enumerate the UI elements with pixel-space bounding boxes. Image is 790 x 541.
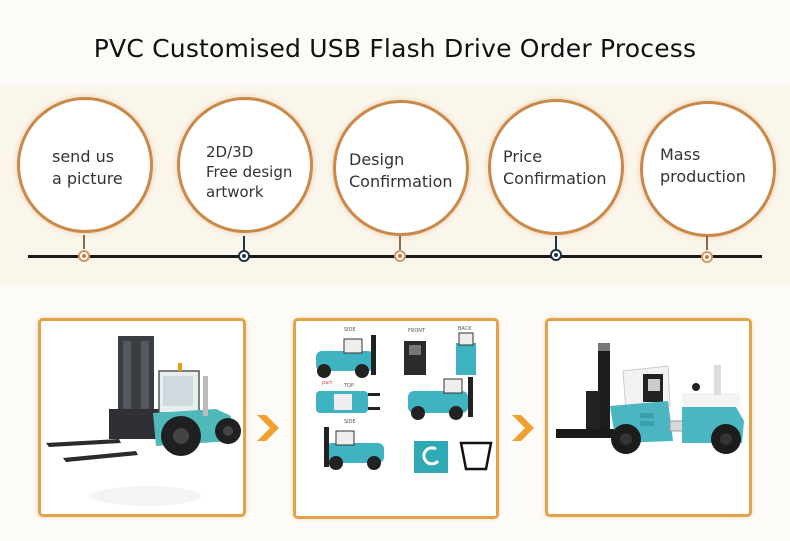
page-title: PVC Customised USB Flash Drive Order Pro… bbox=[93, 34, 697, 63]
usb-forklift-product bbox=[556, 343, 744, 454]
step-5-marker bbox=[701, 251, 713, 263]
step-2-line-3: artwork bbox=[206, 183, 264, 201]
reference-photo-panel bbox=[38, 318, 246, 517]
step-circle-1: send us a picture bbox=[17, 97, 153, 233]
step-4-stem bbox=[555, 236, 557, 250]
label-back: BACK bbox=[458, 326, 472, 332]
step-circle-3: Design Confirmation bbox=[333, 100, 469, 236]
chevron-right-icon bbox=[257, 415, 279, 441]
step-5-stem bbox=[706, 236, 708, 250]
step-circle-4: Price Confirmation bbox=[488, 99, 624, 235]
forklift-photo bbox=[46, 336, 241, 506]
step-1-marker bbox=[78, 250, 90, 262]
design-artwork-panel: SIDE FRONT BACK TOP SIDE part bbox=[293, 318, 499, 519]
step-3-line-2: Confirmation bbox=[349, 172, 453, 191]
step-2-marker bbox=[238, 250, 250, 262]
step-circle-5: Mass production bbox=[640, 101, 776, 237]
label-side: SIDE bbox=[344, 327, 356, 333]
step-2-line-2: Free design bbox=[206, 163, 293, 181]
step-2-stem bbox=[243, 236, 245, 250]
step-5-line-1: Mass bbox=[660, 145, 701, 164]
design-drawings bbox=[316, 332, 493, 473]
step-3-marker bbox=[394, 250, 406, 262]
step-circle-2: 2D/3D Free design artwork bbox=[177, 97, 313, 233]
label-part: part bbox=[322, 380, 333, 386]
step-1-line-1: send us bbox=[52, 147, 115, 166]
chevron-right-icon bbox=[512, 415, 534, 441]
step-4-line-2: Confirmation bbox=[503, 169, 607, 188]
step-3-line-1: Design bbox=[349, 150, 405, 169]
step-2-line-1: 2D/3D bbox=[206, 143, 254, 161]
finished-product-panel bbox=[545, 318, 752, 517]
label-top: TOP bbox=[344, 383, 355, 389]
step-4-marker bbox=[550, 249, 562, 261]
step-1-stem bbox=[83, 235, 85, 249]
label-side-2: SIDE bbox=[344, 419, 356, 425]
step-1-line-2: a picture bbox=[52, 169, 123, 188]
step-4-line-1: Price bbox=[503, 147, 543, 166]
label-front: FRONT bbox=[408, 328, 426, 334]
step-3-stem bbox=[399, 236, 401, 250]
step-5-line-2: production bbox=[660, 167, 746, 186]
